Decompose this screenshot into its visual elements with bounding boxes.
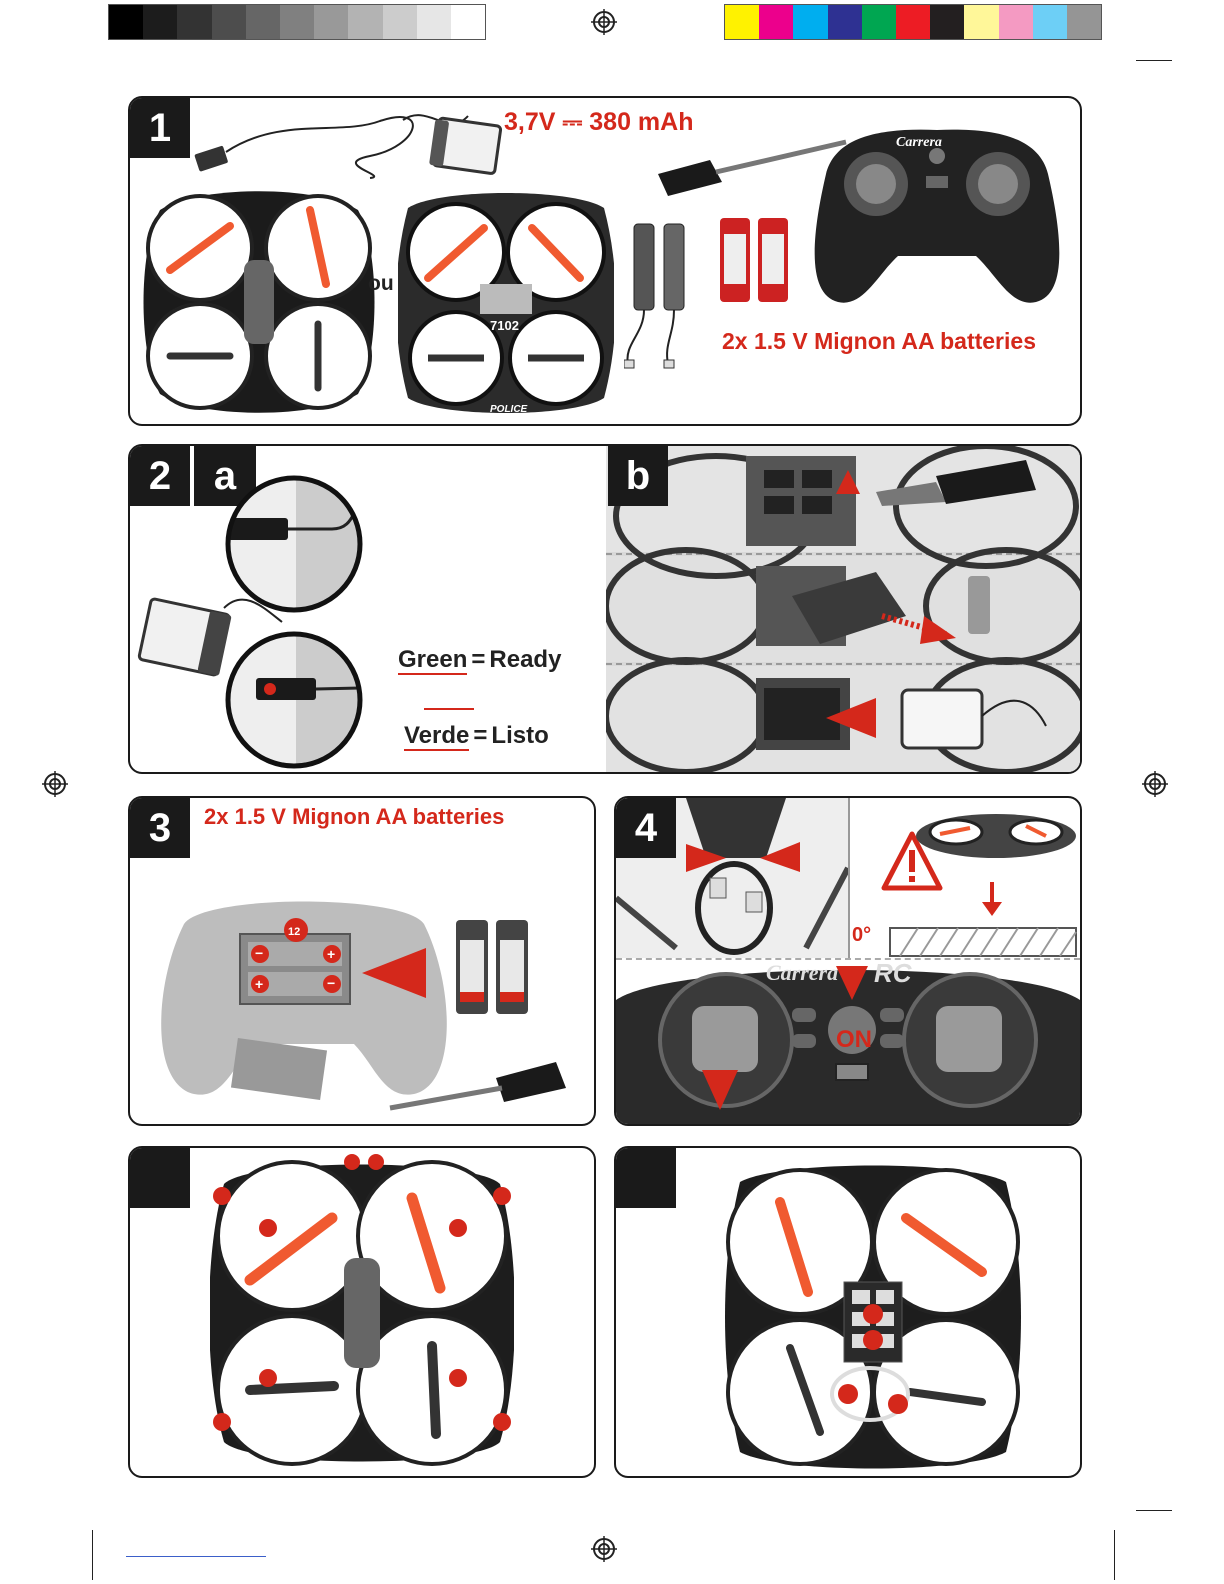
color-swatch [451,5,485,39]
svg-text:−: − [255,945,263,961]
color-swatch [177,5,211,39]
crop-mark [1136,1510,1172,1511]
crop-mark [1114,1530,1115,1580]
on-label: ON [836,1026,872,1054]
svg-text:+: + [255,976,263,992]
color-swatch [212,5,246,39]
police-label: POLICE [490,404,528,415]
drone-bottom-view [720,1162,1026,1472]
equals-sign: = [473,722,487,749]
or-label: ou [368,272,394,296]
step-number-tab: 1 [130,98,190,158]
grayscale-calibration-bar [108,4,486,40]
color-swatch [759,5,793,39]
color-swatch [1067,5,1101,39]
drone-model-number: 7102 [490,318,519,333]
verde-word: Verde [404,722,469,751]
crop-mark [1136,60,1172,61]
color-swatch [793,5,827,39]
color-swatch [725,5,759,39]
drone-model-b-image: 7102 POLICE [398,188,614,418]
angle-label: 0° [852,924,871,947]
equals-sign: = [471,646,485,673]
crop-mark [92,1530,93,1580]
color-swatch [383,5,417,39]
listo-word: Listo [491,722,548,749]
step-number-tab: 2 [130,446,190,506]
substep-b-tab: b [608,446,668,506]
color-swatch [964,5,998,39]
registration-mark-icon [591,1536,617,1562]
registration-mark-icon [42,771,68,797]
color-swatch [109,5,143,39]
green-word: Green [398,646,467,675]
svg-text:+: + [327,946,335,962]
hover-diagram [850,798,1080,958]
step-number-tab [616,1148,676,1208]
color-swatch [314,5,348,39]
color-swatch [828,5,862,39]
svg-text:−: − [327,975,335,991]
color-swatch [1033,5,1067,39]
brand-logo-sub: RC [874,960,913,988]
verde-listo-legend: Verde=Listo [404,722,549,750]
color-swatch [417,5,451,39]
color-swatch [348,5,382,39]
panel-step-5 [128,1146,596,1478]
brand-logo: Carrera [766,960,838,985]
step-number-tab: 4 [616,798,676,858]
registration-mark-icon [1142,771,1168,797]
color-calibration-bar [724,4,1102,40]
lipo-battery-icon [398,108,508,188]
screwdriver-icon [386,1048,586,1114]
remote-controller-image: Carrera [806,124,1068,308]
battery-compartment-photos [606,446,1080,772]
drone-top-view-prop-placement [210,1154,514,1472]
legend-divider [424,708,474,710]
brand-logo: Carrera [896,135,942,150]
aa-batteries-icon [718,214,798,304]
step-number-tab [130,1148,190,1208]
color-swatch [280,5,314,39]
aa-batteries-label: 2x 1.5 V Mignon AA batteries [204,804,504,830]
aa-batteries-icon [454,916,534,1016]
motors-icon [624,214,704,374]
panel-step-4: 0° Carrera RC ON 4 [614,796,1082,1126]
panel-step-1: 1 3,7V ⎓ 380 mAh Carrera ou [128,96,1082,426]
color-swatch [246,5,280,39]
color-swatch [862,5,896,39]
color-swatch [896,5,930,39]
panel-step-3: 3 2x 1.5 V Mignon AA batteries − + + − 1… [128,796,596,1126]
footer-rule [126,1556,266,1557]
color-swatch [999,5,1033,39]
step-badge: 12 [288,926,300,938]
color-swatch [143,5,177,39]
insert-arrow-icon [362,946,428,1000]
charger-led-detail [222,628,366,772]
drone-model-a-image [140,190,378,414]
green-ready-legend: Green=Ready [398,646,561,674]
color-swatch [930,5,964,39]
panel-step-2: 2 a Green=Ready Verde=Listo [128,444,1082,774]
ready-word: Ready [489,646,561,673]
aa-batteries-label: 2x 1.5 V Mignon AA batteries [722,328,1036,355]
registration-mark-icon [591,9,617,35]
panel-step-6 [614,1146,1082,1478]
step-number-tab: 3 [130,798,190,858]
